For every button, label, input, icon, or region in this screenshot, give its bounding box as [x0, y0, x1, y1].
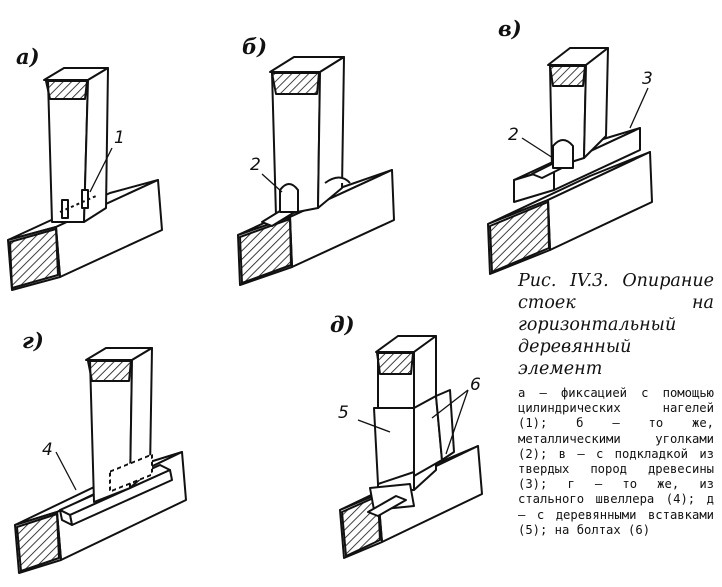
caption-title: Рис. IV.3. Опирание стоек на горизонталь… [518, 271, 714, 379]
panel-label-d: д) [330, 312, 355, 337]
panel-v-drawing [487, 47, 653, 275]
panel-label-v: в) [498, 16, 522, 41]
panel-d-drawing [339, 335, 483, 559]
panel-label-b: б) [242, 34, 268, 59]
callout-5: 5 [338, 403, 349, 423]
caption-body: а — фиксацией с помощью цилиндрических н… [518, 386, 714, 537]
panel-b-drawing [237, 56, 395, 286]
callout-2v: 2 [508, 125, 519, 145]
panel-label-a: а) [16, 44, 40, 69]
callout-3: 3 [642, 69, 653, 89]
panel-label-g: г) [22, 328, 44, 353]
panel-g-drawing [14, 347, 187, 574]
figure-caption: Рис. IV.3. Опирание стоек на горизонталь… [518, 270, 714, 538]
panel-a-drawing [7, 67, 163, 291]
callout-2b: 2 [250, 155, 261, 175]
callout-4: 4 [42, 440, 53, 460]
callout-1: 1 [114, 128, 125, 148]
callout-6: 6 [470, 375, 481, 395]
